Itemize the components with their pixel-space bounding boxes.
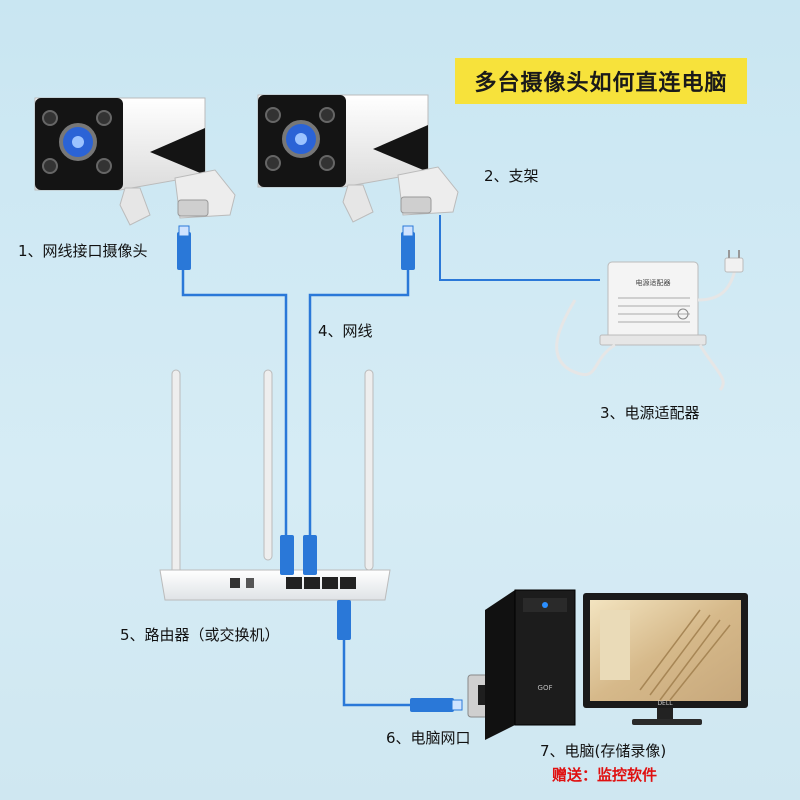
label-pc: 7、电脑(存储录像) <box>540 742 667 760</box>
power-cable <box>439 215 600 281</box>
router <box>159 369 391 601</box>
case-brand: GOF <box>538 684 553 692</box>
adapter-label: 电源适配器 <box>636 278 671 287</box>
rj45-plug-camera1 <box>177 225 191 270</box>
label-router: 5、路由器（或交换机） <box>120 626 280 644</box>
label-power-adapter: 3、电源适配器 <box>600 404 700 422</box>
cable-camera2 <box>308 270 410 540</box>
monitor: DELL <box>583 593 748 725</box>
rj45-plug-camera2 <box>401 225 415 270</box>
rj45-plugs-router <box>280 535 351 640</box>
cable-camera1 <box>181 270 288 540</box>
label-bracket: 2、支架 <box>484 167 539 185</box>
cable-router-pc <box>342 640 420 707</box>
diagram-title: 多台摄像头如何直连电脑 <box>455 58 747 104</box>
label-pc-port: 6、电脑网口 <box>386 729 471 747</box>
network-cables <box>181 270 420 707</box>
label-cable: 4、网线 <box>318 322 373 340</box>
power-adapter: 电源适配器 <box>555 250 744 392</box>
rj45-plug-pc <box>410 698 463 712</box>
label-camera: 1、网线接口摄像头 <box>18 242 148 260</box>
pc-tower: GOF <box>485 589 576 740</box>
monitor-brand: DELL <box>657 700 673 707</box>
label-gift: 赠送：监控软件 <box>552 766 658 784</box>
camera-2 <box>257 94 459 223</box>
camera-1 <box>34 97 236 226</box>
